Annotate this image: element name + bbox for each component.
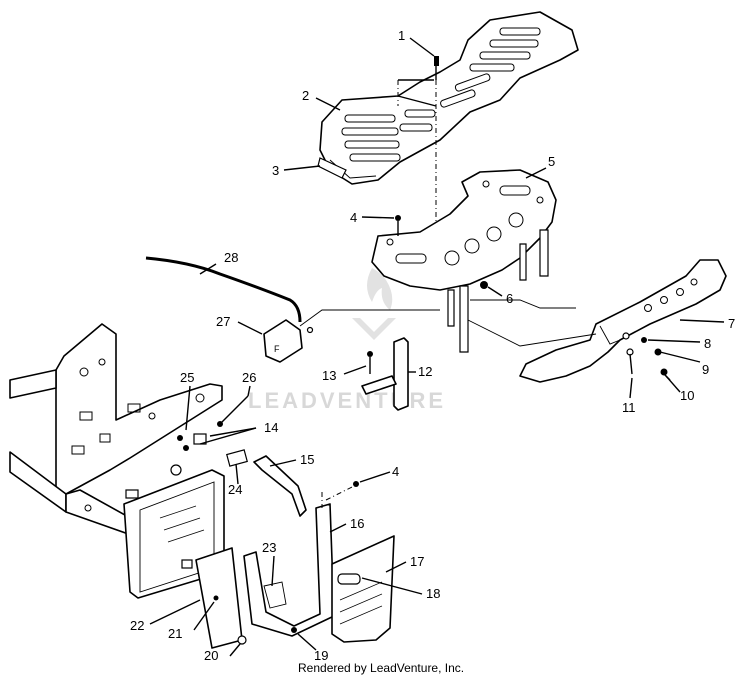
mud-flap-bracket [243, 455, 335, 637]
nut-part-6 [480, 281, 488, 289]
part-label-9: 9 [702, 362, 709, 377]
part-label-19: 19 [314, 648, 328, 663]
part-label-25: 25 [180, 370, 194, 385]
rack-frame-part [371, 169, 557, 353]
leader-lines [149, 37, 725, 657]
part-label-27: 27 [216, 314, 230, 329]
part-label-4-lower: 4 [392, 464, 399, 479]
watermark-text: LEADVENTURE [248, 388, 446, 413]
part-label-15: 15 [300, 452, 314, 467]
svg-text:F: F [274, 344, 280, 354]
part-label-28: 28 [224, 250, 238, 265]
side-flap-part [195, 547, 243, 649]
reflector-part [317, 157, 347, 179]
part-label-18: 18 [426, 586, 440, 601]
part-label-20: 20 [204, 648, 218, 663]
part-label-13: 13 [322, 368, 336, 383]
part-label-8: 8 [704, 336, 711, 351]
part-label-17: 17 [410, 554, 424, 569]
part-label-10: 10 [680, 388, 694, 403]
bolt-part-1 [434, 56, 439, 80]
part-number-labels: 1 2 3 4 5 6 7 8 9 10 11 12 13 14 15 4 16… [130, 28, 735, 663]
part-label-7: 7 [728, 316, 735, 331]
part-label-5: 5 [548, 154, 555, 169]
part-label-3: 3 [272, 163, 279, 178]
render-credit: Rendered by LeadVenture, Inc. [298, 661, 464, 675]
leadventure-watermark: LEADVENTURE [248, 268, 446, 413]
part-label-1: 1 [398, 28, 405, 43]
rack-top-part [319, 11, 579, 185]
bumper-hardware [622, 332, 671, 381]
part-label-14: 14 [264, 420, 278, 435]
part-label-6: 6 [506, 291, 513, 306]
clip-parts [177, 395, 249, 467]
part-label-22: 22 [130, 618, 144, 633]
part-label-24: 24 [228, 482, 242, 497]
part-label-12: 12 [418, 364, 432, 379]
part-label-23: 23 [262, 540, 276, 555]
part-label-4-top: 4 [350, 210, 357, 225]
screw-part-4-lower [325, 481, 359, 501]
nut-part-20 [237, 635, 247, 645]
part-label-16: 16 [350, 516, 364, 531]
tail-lamp-part: F [263, 319, 314, 363]
part-label-21: 21 [168, 626, 182, 641]
wire-harness-part [145, 256, 302, 323]
screw-part-4-top [395, 215, 401, 236]
mud-flap-part [331, 535, 395, 643]
screw-part-13 [367, 351, 373, 374]
part-label-11: 11 [622, 400, 636, 415]
bracket-part-12 [361, 337, 409, 411]
part-label-26: 26 [242, 370, 256, 385]
part-label-2: 2 [302, 88, 309, 103]
vehicle-frame [9, 323, 223, 537]
rear-bumper-part [519, 259, 727, 383]
